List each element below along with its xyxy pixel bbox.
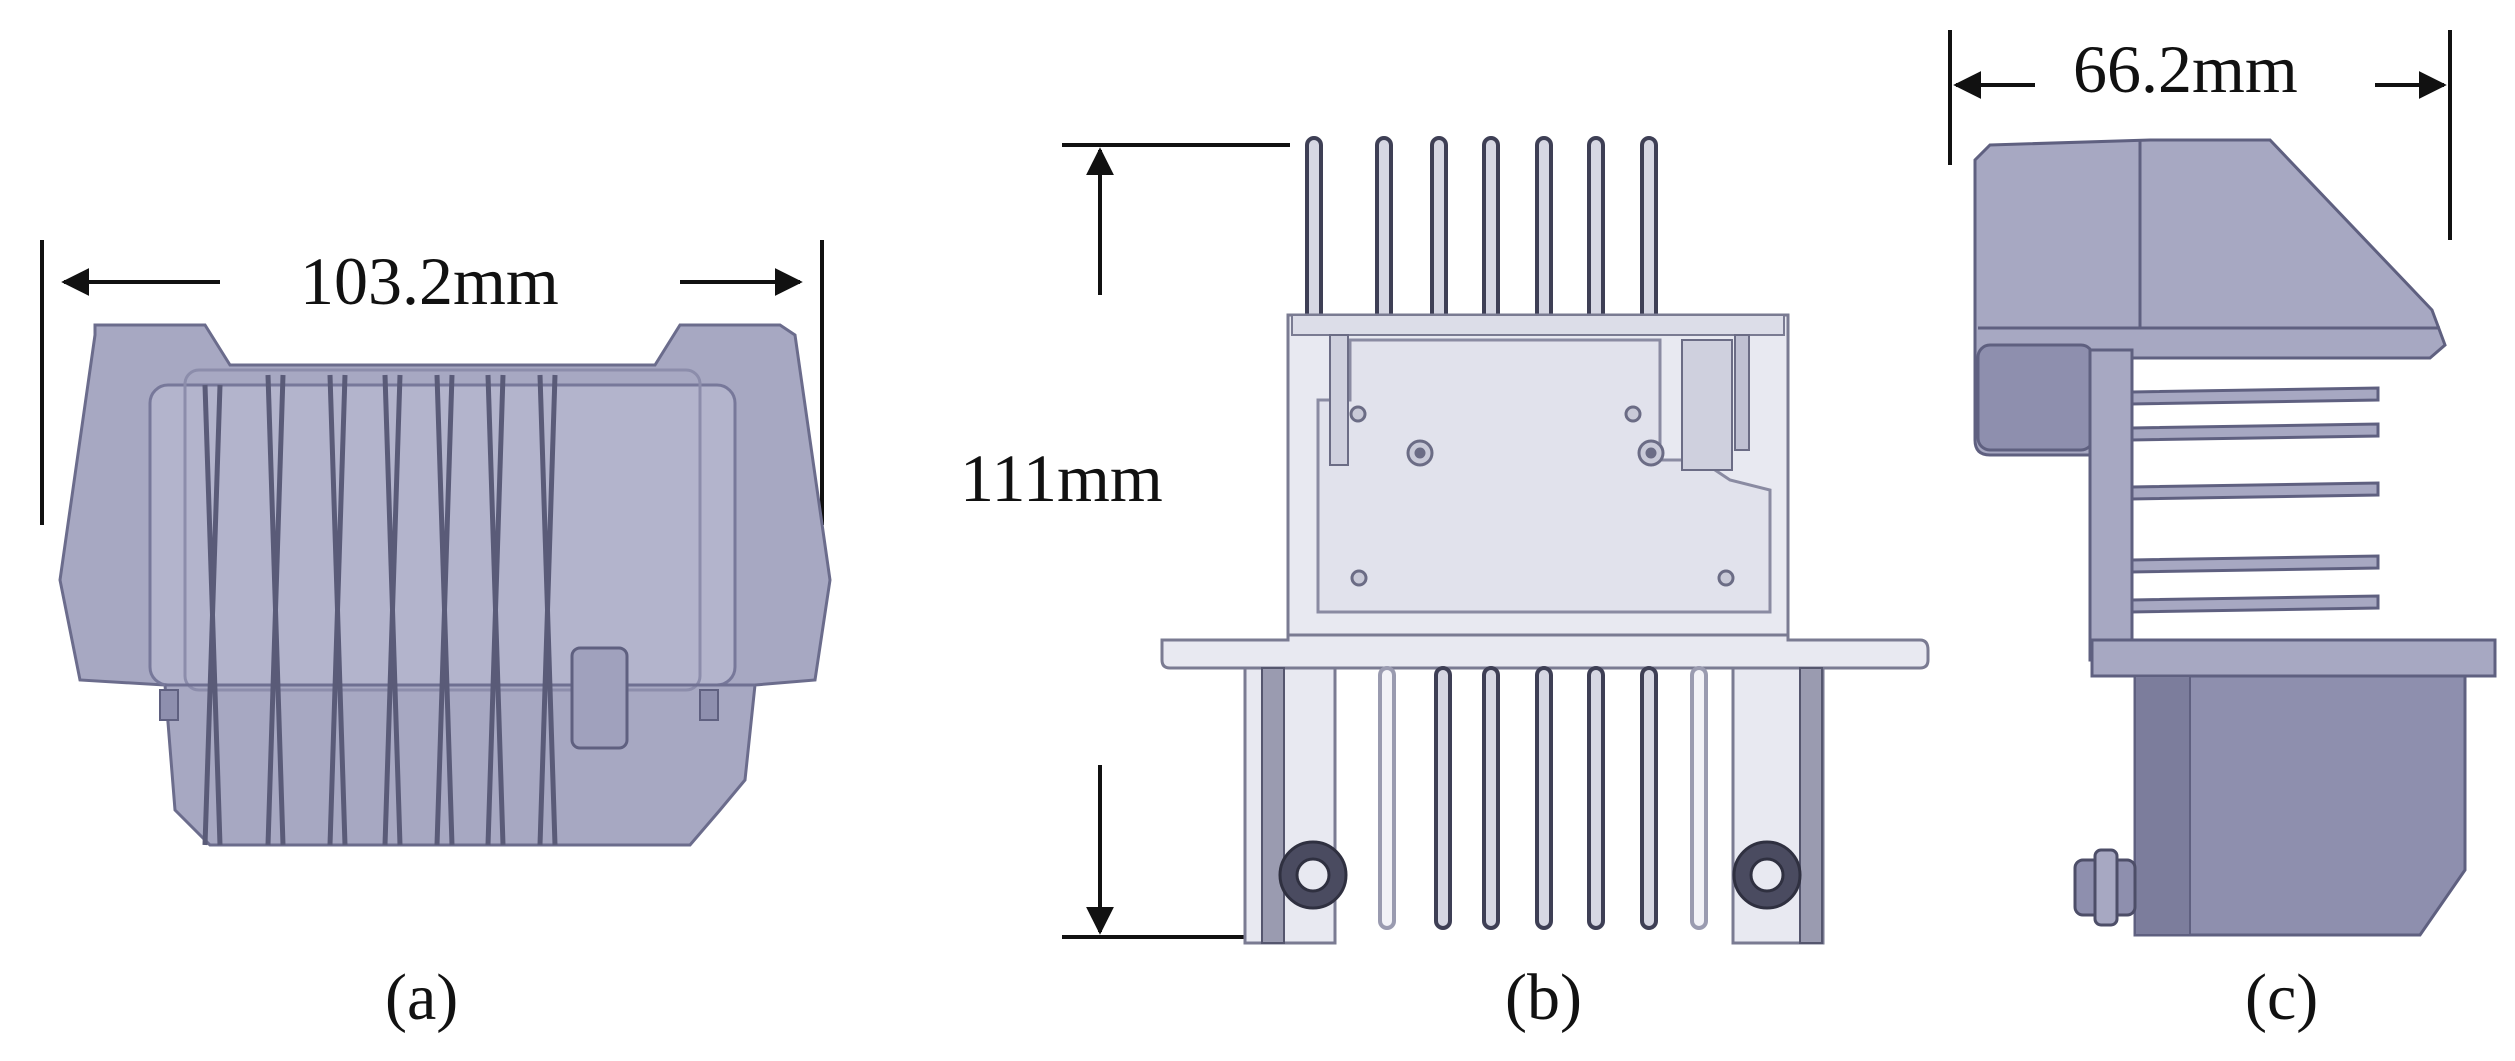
panel-b-wheels: [1278, 840, 1802, 910]
panel-b-screw-holes: [1349, 405, 1735, 587]
panel-b-caption: (b): [1505, 961, 1582, 1034]
panel-c-drawing: [1948, 30, 2497, 937]
panel-b-upper-fins: [1305, 136, 1658, 335]
panel-a-fins: [202, 374, 558, 846]
panel-b-drawing: [1062, 136, 1930, 945]
panel-b-dimension: 111mm: [960, 440, 1163, 516]
panel-c-stem: [2088, 348, 2134, 662]
panel-c-dimension: 66.2mm: [2073, 31, 2298, 107]
panel-a-caption: (a): [385, 961, 459, 1034]
panel-b-plate: [1316, 338, 1772, 614]
panel-c-fins: [2130, 386, 2380, 614]
panel-a-dimension: 103.2mm: [300, 243, 559, 319]
panel-c-flange: [2090, 638, 2497, 678]
panel-a-drawing: [40, 240, 832, 847]
panel-c-caption: (c): [2245, 961, 2319, 1034]
panel-b-flange: [1160, 633, 1930, 670]
panel-a-connector: [570, 646, 629, 750]
panel-b-lower-fins: [1378, 666, 1708, 930]
